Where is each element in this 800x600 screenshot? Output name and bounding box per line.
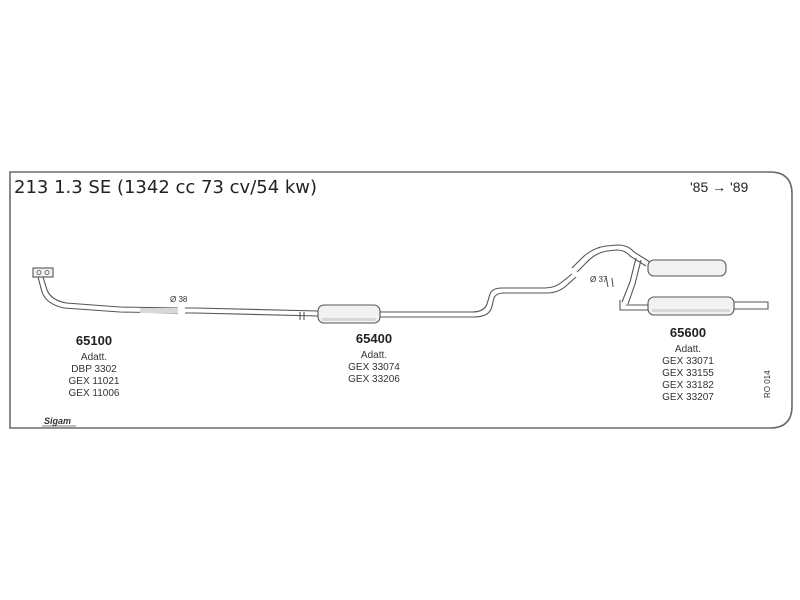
part-code-65100-3: GEX 11006: [69, 388, 120, 399]
part-number-65600: 65600: [670, 325, 706, 340]
part-code-65100-1: DBP 3302: [71, 364, 117, 375]
diameter-37-marker: Ø 37: [590, 275, 608, 284]
diagram-frame: [9, 171, 793, 429]
part-code-65600-1: GEX 33071: [662, 356, 714, 367]
diameter-label-37: Ø 37: [590, 275, 608, 284]
middle-section-65400: [194, 273, 577, 324]
part-adapt-65100: Adatt.: [81, 352, 107, 363]
part-number-65400: 65400: [356, 331, 392, 346]
part-adapt-65400: Adatt.: [361, 350, 387, 361]
part-code-65600-3: GEX 33182: [662, 380, 714, 391]
part-code-65400-1: GEX 33074: [348, 362, 400, 373]
part-adapt-65600: Adatt.: [675, 344, 701, 355]
vehicle-title: 213 1.3 SE (1342 cc 73 cv/54 kw): [14, 177, 317, 198]
part-code-65600-2: GEX 33155: [662, 368, 714, 379]
rear-silencer-lower: [647, 296, 735, 316]
part-code-65100-2: GEX 11021: [69, 376, 120, 387]
part-code-65400-2: GEX 33206: [348, 374, 400, 385]
diameter-label-38: Ø 38: [170, 295, 188, 304]
brand-logo: Sigam: [44, 416, 71, 426]
part-code-65600-4: GEX 33207: [662, 392, 714, 403]
side-code: RO 014: [763, 370, 772, 398]
manifold-flange: [32, 267, 54, 278]
diameter-38-marker: Ø 38: [170, 295, 188, 304]
year-range: '85 → '89: [690, 179, 748, 195]
pipe-joint: [185, 307, 195, 314]
rear-section-65600: [571, 244, 769, 316]
rear-silencer-upper: [647, 259, 727, 277]
front-pipe-65100: [32, 267, 179, 314]
part-number-65100: 65100: [76, 333, 112, 348]
